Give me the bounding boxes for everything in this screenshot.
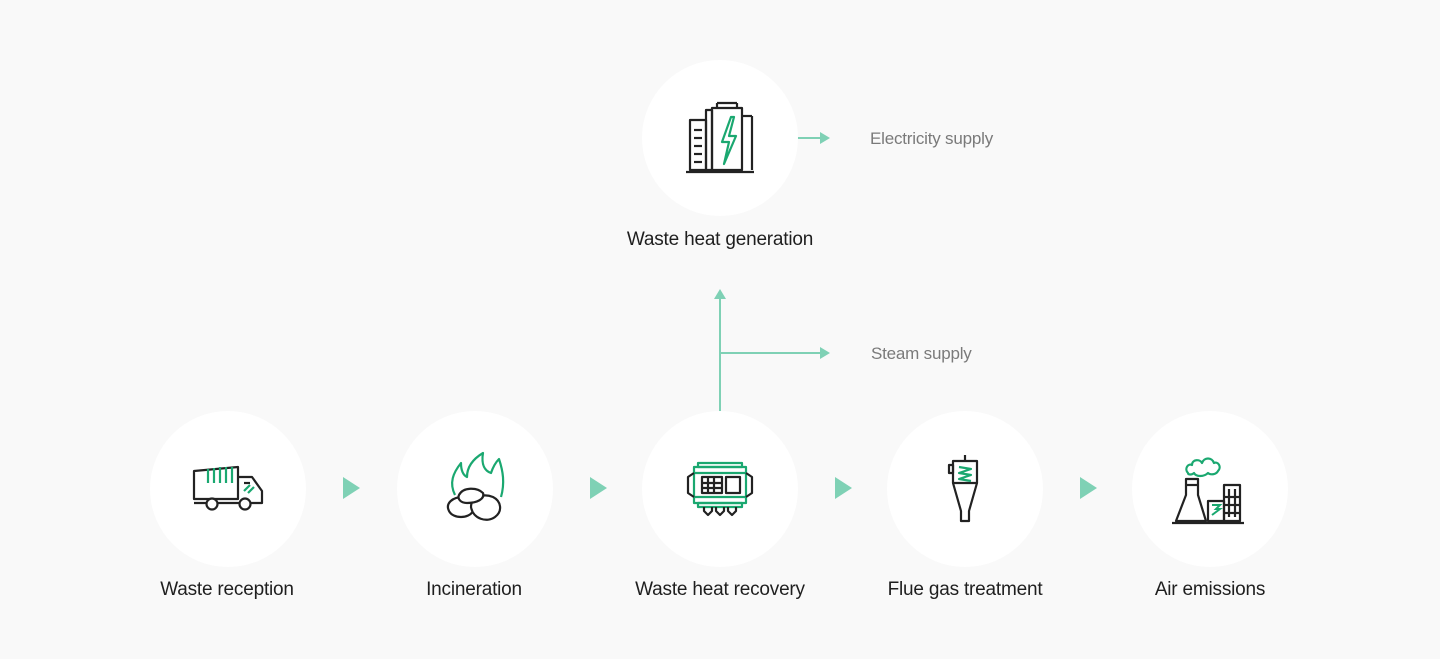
boiler-icon bbox=[686, 461, 754, 517]
flow-arrow-1 bbox=[343, 477, 360, 499]
factory-smoke-icon bbox=[1172, 457, 1244, 525]
flow-arrow-2 bbox=[590, 477, 607, 499]
label-electricity-supply: Electricity supply bbox=[870, 129, 993, 148]
fire-icon bbox=[446, 451, 505, 521]
steam-arrow-head bbox=[820, 347, 830, 359]
power-plant-icon bbox=[686, 101, 754, 174]
node-waste-reception bbox=[150, 411, 306, 567]
label-waste-heat-recovery: Waste heat recovery bbox=[635, 579, 805, 600]
node-flue-gas-treatment bbox=[887, 411, 1043, 567]
flow-arrow-3 bbox=[835, 477, 852, 499]
label-air-emissions: Air emissions bbox=[1154, 579, 1266, 600]
garbage-truck-icon bbox=[192, 465, 264, 511]
electricity-arrow-head bbox=[820, 132, 830, 144]
cyclone-filter-icon bbox=[947, 455, 979, 523]
label-waste-reception: Waste reception bbox=[160, 579, 294, 600]
node-waste-heat-recovery bbox=[642, 411, 798, 567]
label-incineration: Incineration bbox=[426, 579, 522, 600]
node-air-emissions bbox=[1132, 411, 1288, 567]
node-waste-heat-generation bbox=[642, 60, 798, 216]
label-waste-heat-generation: Waste heat generation bbox=[626, 229, 814, 250]
node-incineration bbox=[397, 411, 553, 567]
label-steam-supply: Steam supply bbox=[871, 344, 972, 363]
flow-arrow-4 bbox=[1080, 477, 1097, 499]
label-flue-gas-treatment: Flue gas treatment bbox=[887, 579, 1043, 600]
up-arrow-head bbox=[714, 289, 726, 299]
